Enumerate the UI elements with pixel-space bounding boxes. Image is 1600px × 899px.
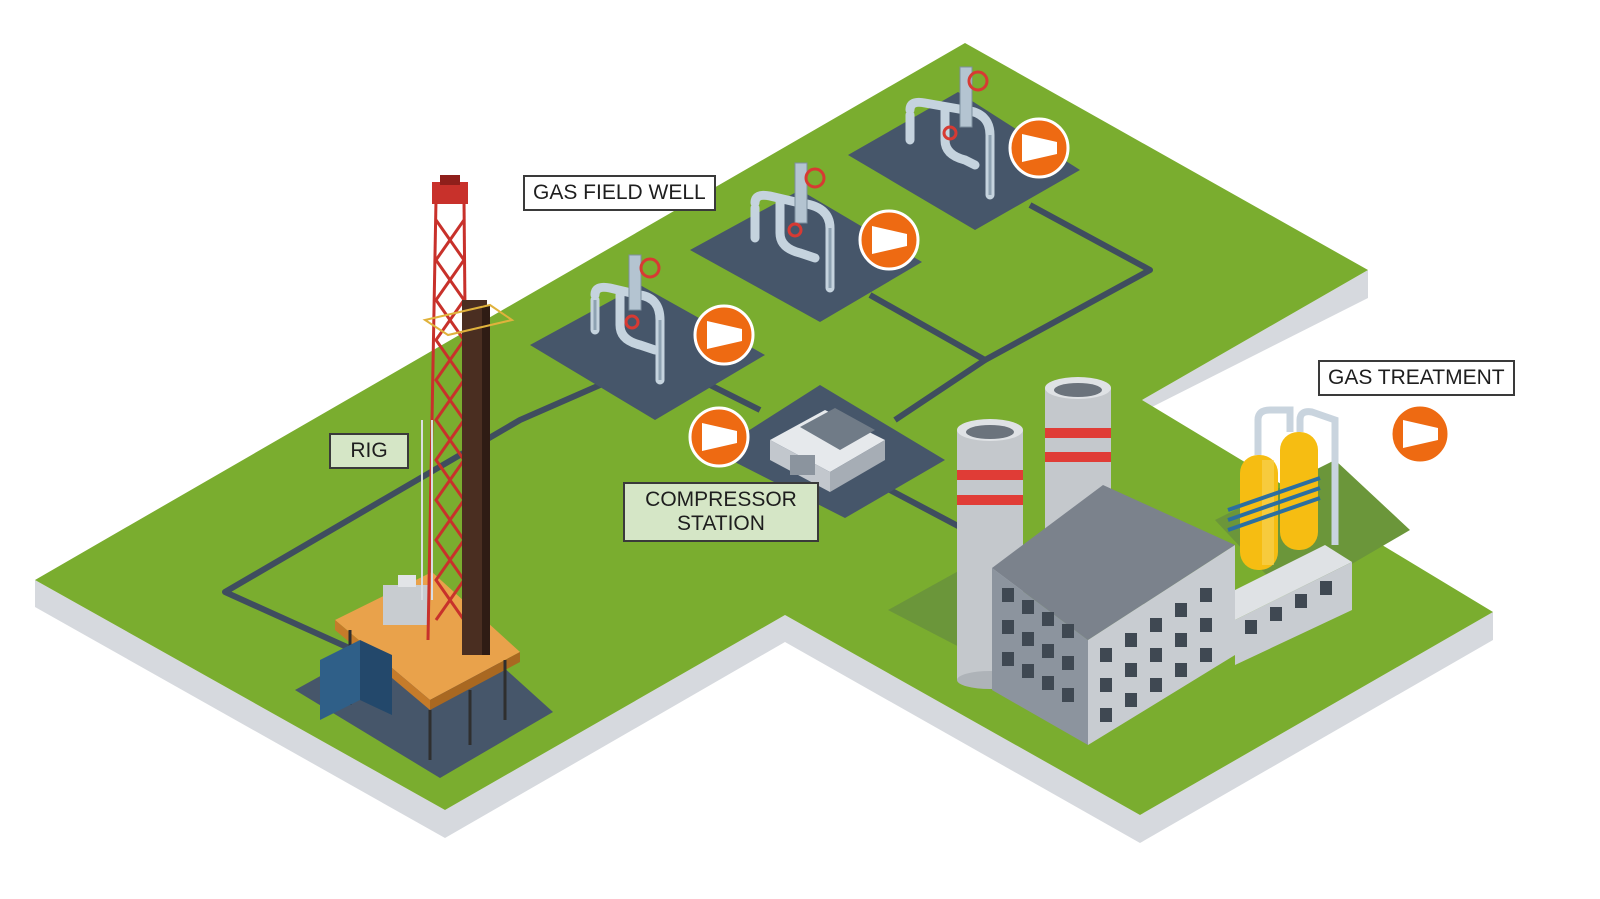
ground-edges	[35, 270, 1493, 843]
well-pad-1	[530, 285, 765, 420]
well-heads	[590, 66, 995, 385]
wellhead-3	[905, 66, 995, 200]
play-icon[interactable]	[1008, 117, 1070, 179]
gas-treatment-label-text: GAS TREATMENT	[1328, 366, 1505, 389]
compressor-building	[770, 408, 885, 492]
treatment-tanks	[1227, 406, 1339, 570]
processing-plant	[957, 377, 1352, 745]
valve-handwheel-icon	[804, 167, 826, 189]
plant-windows	[1002, 588, 1212, 722]
play-icon[interactable]	[1389, 403, 1451, 465]
play-buttons[interactable]	[688, 117, 1451, 468]
play-icon[interactable]	[858, 209, 920, 271]
play-icon[interactable]	[688, 406, 750, 468]
valve-handwheel-icon	[639, 257, 661, 279]
drilling-rig	[320, 175, 520, 760]
wellhead-2	[750, 162, 835, 293]
play-icon[interactable]	[693, 304, 755, 366]
compressor-station-label: COMPRESSOR STATION	[623, 482, 819, 542]
gas-field-well-label-text: GAS FIELD WELL	[533, 181, 706, 204]
compressor-station-label-line2: STATION	[677, 512, 765, 535]
valve-handwheel-icon	[967, 70, 989, 92]
rig-label-text: RIG	[350, 439, 388, 462]
gas-treatment-label: GAS TREATMENT	[1318, 360, 1515, 396]
compressor-station-label-line1: COMPRESSOR	[645, 488, 797, 511]
wellhead-1	[590, 254, 665, 385]
gas-field-well-label: GAS FIELD WELL	[523, 175, 716, 211]
rig-label: RIG	[329, 433, 409, 469]
